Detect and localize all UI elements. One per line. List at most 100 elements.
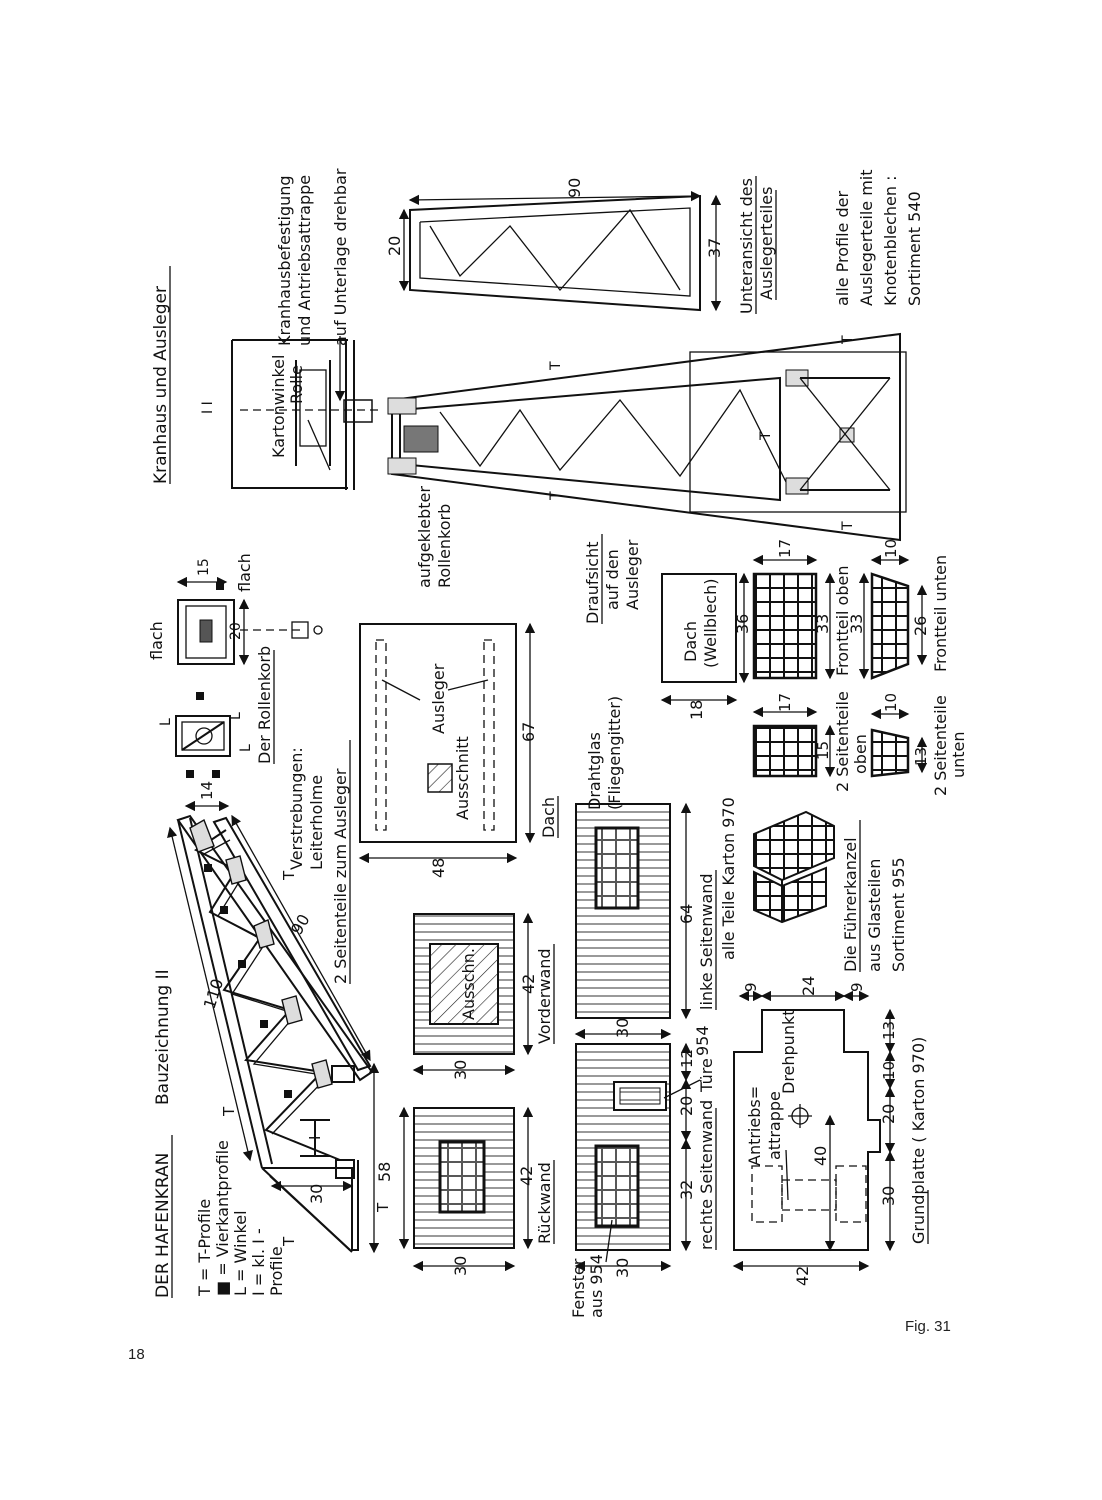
kranhaus-kartonwinkel: Kartonwinkel <box>269 355 288 458</box>
fuehrerkanzel-section: Dach (Wellblech) 36 18 17 33 Frontteil o… <box>660 539 968 972</box>
boom-label-i: I <box>306 1136 324 1140</box>
profile-line1: alle Profile der <box>833 191 852 306</box>
dim-30-boom: 30 <box>307 1184 326 1204</box>
rechte-seitenwand: rechte Seitenwand <box>697 1100 716 1250</box>
aufgeklebter-line1: aufgeklebter <box>415 486 434 588</box>
draufsicht-t2: T <box>548 491 564 501</box>
grundplatte-dim-13: 13 <box>880 1021 898 1040</box>
title-sub: Bauzeichnung II <box>153 969 173 1105</box>
dach-ausschnitt: Ausschnitt <box>453 736 472 820</box>
frontteil-unten: Frontteil unten <box>931 555 950 672</box>
fenster-line1: Fenster <box>569 1258 588 1318</box>
kranhaus-ii: I I <box>200 401 216 414</box>
alle-teile: alle Teile Karton 970 <box>719 797 738 960</box>
drehpunkt: Drehpunkt <box>779 1009 798 1094</box>
kanzel-dim-15: 15 <box>814 741 832 760</box>
boom-caption-underlined: 2 Seitenteile zum Ausleger <box>331 768 350 984</box>
unteransicht-line2: Auslegerteiles <box>757 187 776 300</box>
dach-label: Dach <box>539 797 558 838</box>
dach-ausleger: Ausleger <box>429 663 448 734</box>
unteransicht-dim-37: 37 <box>705 238 724 258</box>
rollenkorb-l3: L <box>238 744 254 752</box>
boom-label-t2: T <box>220 1106 238 1117</box>
vorderwand-ausschn: Ausschn. <box>459 948 478 1020</box>
grundplatte-section: Antriebs= attrappe Drehpunkt 40 42 30 20… <box>732 976 929 1286</box>
rollenkorb-flach2: flach <box>235 553 254 592</box>
kanzel-dach-line2: (Wellblech) <box>701 579 720 668</box>
rollenkorb-l2: L <box>228 712 244 720</box>
unteransicht-dim-20: 20 <box>385 236 404 256</box>
grundplatte-dim-24: 24 <box>799 976 818 996</box>
seitenwand-dim-64: 64 <box>677 904 696 924</box>
dach-dim-48: 48 <box>429 858 448 878</box>
kranhaus-heading: Kranhaus und Ausleger <box>151 286 171 484</box>
grundplatte-caption: Grundplatte ( Karton 970) <box>909 1037 928 1244</box>
draufsicht-t1: T <box>548 361 564 371</box>
kanzel-dim-17a: 17 <box>776 539 794 558</box>
kranhaus-befestigung-line1: Kranhausbefestigung <box>275 175 294 346</box>
kanzel-dim-18: 18 <box>687 700 706 720</box>
grundplatte-dim-9b: 9 <box>848 982 866 992</box>
grundplatte-dim-42: 42 <box>793 1266 812 1286</box>
seitenwand-dim-12: 12 <box>678 1049 696 1068</box>
kanzel-dim-13: 13 <box>912 747 930 766</box>
draufsicht-t4: T <box>840 335 856 345</box>
seitenteile-oben-line1: 2 Seitenteile <box>833 691 852 792</box>
drahtglas-line1: Drahtglas <box>585 732 604 810</box>
legend-line5: Profile <box>267 1246 286 1296</box>
vorderwand-label: Vorderwand <box>535 948 554 1044</box>
tuere-label: Türe <box>697 1058 716 1093</box>
boom-label-t1: T <box>280 870 298 881</box>
legend-line1: T = T-Profile <box>195 1199 214 1297</box>
kranhaus-section: Kranhaus und Ausleger I I Kartonwinkel R… <box>151 168 924 624</box>
fenster-line2: aus 954 <box>587 1254 606 1318</box>
kanzel-dim-17b: 17 <box>776 693 794 712</box>
kanzel-dach-line1: Dach <box>681 621 700 662</box>
boom-label-t4: T <box>374 1202 392 1213</box>
antriebs-line1: Antriebs= <box>745 1086 764 1166</box>
vorderwand-dim-42: 42 <box>519 974 538 994</box>
drahtglas-line2: (Fliegengitter) <box>605 696 624 810</box>
grundplatte-dim-9a: 9 <box>742 982 760 992</box>
seitenteile-oben-line2: oben <box>851 734 870 774</box>
kranhaus-befestigung-line2: und Antriebsattrappe <box>295 175 314 346</box>
page-number: 18 <box>128 1346 145 1363</box>
seitenwand-dim-20: 20 <box>677 1096 696 1116</box>
seitenteile-unten-line2: unten <box>949 731 968 778</box>
grundplatte-dim-40: 40 <box>811 1146 830 1166</box>
legend-line4: I = kl. I - <box>249 1228 268 1296</box>
boom-caption-line2: Leiterholme <box>307 775 326 870</box>
legend-line3: L = Winkel <box>231 1210 250 1296</box>
kanzel-dim-10b: 10 <box>882 693 900 712</box>
profile-line2: Auslegerteile mit <box>857 169 876 306</box>
kanzel-caption-line3: Sortiment 955 <box>889 857 908 972</box>
grundplatte-dim-30: 30 <box>879 1186 898 1206</box>
draufsicht-t3: T <box>758 431 774 441</box>
kanzel-assembled <box>753 810 835 924</box>
unteransicht-dim-90: 90 <box>565 178 584 198</box>
title-block: DER HAFENKRAN Bauzeichnung II <box>153 969 173 1298</box>
dim-58: 58 <box>375 1162 394 1182</box>
boom-side-view: T T T T I 110 90 14 30 58 Verstrebungen:… <box>167 740 394 1254</box>
unteransicht-line1: Unteransicht des <box>737 178 756 314</box>
frontteil-oben: Frontteil oben <box>833 566 852 677</box>
rueckwand-dim-42: 42 <box>517 1166 536 1186</box>
kanzel-dim-10a: 10 <box>882 539 900 558</box>
kranhaus-rolle: Rolle <box>287 365 306 404</box>
kanzel-caption-line2: aus Glasteilen <box>865 859 884 972</box>
rueckwand-label: Rückwand <box>535 1162 554 1244</box>
rollenkorb-l1: L <box>158 718 174 726</box>
kranhaus-unterlage: auf Unterlage drehbar <box>331 168 350 346</box>
rollenkorb-caption: Der Rollenkorb <box>255 646 274 764</box>
kanzel-caption-underlined: Die Führerkanzel <box>841 837 860 972</box>
walls-section: 42 30 Rückwand Ausschn. 42 30 Vorderwand… <box>358 622 559 1276</box>
kanzel-dim-33a: 33 <box>813 614 832 634</box>
title-main: DER HAFENKRAN <box>153 1153 173 1298</box>
dim-90-boom: 90 <box>287 911 314 938</box>
seitenwand-dim-32: 32 <box>677 1180 696 1200</box>
draufsicht-line2: auf den <box>603 549 622 610</box>
rollenkorb-detail: L L L flach flach 15 20 Der Rollenkorb <box>147 553 323 778</box>
legend-line2: ■ = Vierkantprofile <box>213 1140 232 1296</box>
seitenwand-section: Fenster aus 954 30 32 20 12 Türe 954 rec… <box>569 696 738 1318</box>
